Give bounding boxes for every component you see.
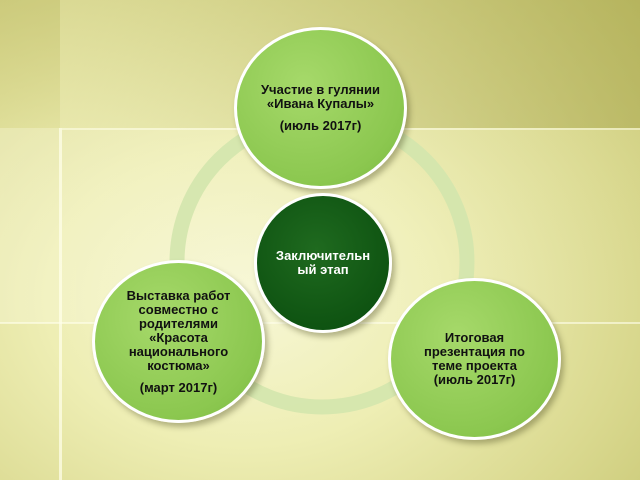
node-exhibition-line-1: Выставка работ: [126, 287, 231, 303]
node-costume-exhibition: Выставка работ совместно с родителями «К…: [92, 260, 265, 423]
node-exhibition-date: (март 2017г): [139, 379, 218, 395]
node-exhibition-line-4: «Красота: [149, 329, 208, 345]
node-final-stage-line-2: ый этап: [297, 262, 349, 277]
node-final-presentation: Итоговая презентация по теме проекта (ию…: [388, 278, 561, 440]
node-final-stage: Заключительн ый этап: [254, 193, 392, 333]
node-kupala-line-1: Участие в гулянии: [260, 82, 381, 97]
node-exhibition-line-5: национального: [128, 343, 229, 359]
node-presentation-line-1: Итоговая: [444, 330, 505, 345]
node-presentation-line-2: презентация по: [424, 344, 525, 359]
node-exhibition-line-3: родителями: [138, 315, 218, 331]
node-kupala-date: (июль 2017г): [279, 118, 362, 133]
node-exhibition-line-6: костюма»: [147, 357, 210, 373]
decorative-vertical-line: [59, 128, 62, 480]
node-kupala-festival: Участие в гулянии «Ивана Купалы» (июль 2…: [234, 27, 407, 189]
node-final-stage-line-1: Заключительн: [275, 248, 371, 263]
node-kupala-line-2: «Ивана Купалы»: [266, 96, 375, 111]
node-presentation-line-3: теме проекта: [432, 358, 517, 373]
node-exhibition-line-2: совместно с: [138, 301, 219, 317]
node-presentation-line-4: (июль 2017г): [433, 372, 516, 387]
